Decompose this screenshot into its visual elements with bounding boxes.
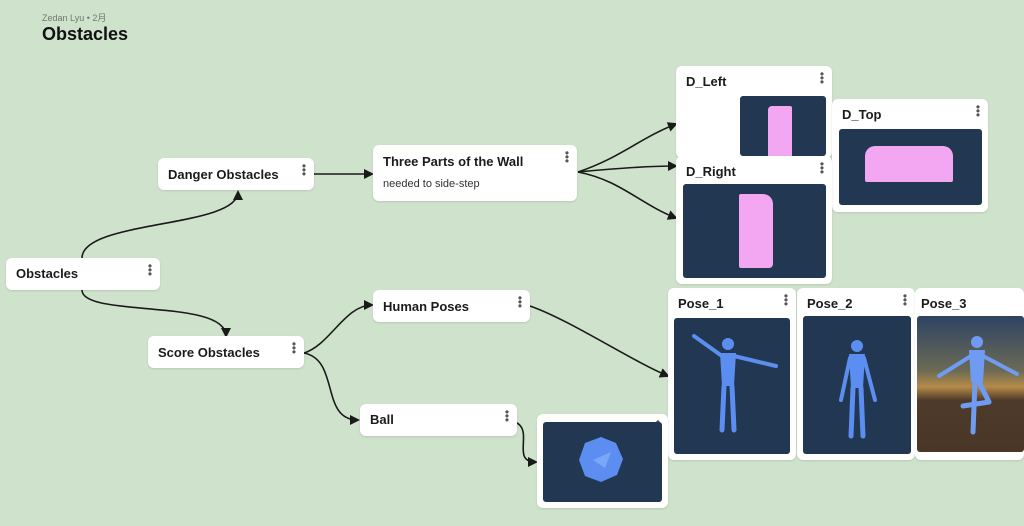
more-options-icon[interactable]: ••• (301, 159, 307, 181)
image-card-pose-1[interactable]: Pose_1 ••• (668, 288, 796, 460)
d-top-thumbnail (839, 129, 982, 205)
node-label: Score Obstacles (158, 345, 260, 360)
connector-wall-dleft (577, 122, 678, 173)
image-card-title: Pose_3 (921, 296, 967, 311)
node-label: Three Parts of the Wall (383, 154, 524, 169)
connector-wall-dright (577, 161, 678, 173)
connector-score-human (303, 300, 374, 354)
pose-2-figure-icon (839, 340, 877, 439)
connector-root-score (81, 289, 231, 338)
pose-2-thumbnail (803, 316, 911, 454)
connector-wall-dtop (577, 171, 678, 220)
more-options-icon[interactable]: ••• (504, 405, 510, 427)
node-human-poses[interactable]: Human Poses ••• (373, 290, 530, 322)
image-card-pose-2[interactable]: Pose_2 ••• (797, 288, 915, 460)
wall-left-shape (768, 106, 792, 156)
image-card-title: D_Top (842, 107, 882, 122)
board-title: Obstacles (42, 24, 129, 44)
image-card-title: D_Right (686, 164, 736, 179)
d-left-thumbnail (740, 96, 826, 156)
more-options-icon[interactable]: ••• (975, 100, 981, 122)
d-right-thumbnail (683, 184, 826, 278)
pose-1-figure-icon (692, 334, 778, 433)
more-options-icon[interactable]: ••• (147, 259, 153, 281)
node-ball[interactable]: Ball ••• (360, 404, 517, 436)
node-label: Human Poses (383, 299, 469, 314)
ball-thumbnail (543, 422, 662, 502)
more-options-icon[interactable]: ••• (819, 67, 825, 89)
image-card-title: Pose_1 (678, 296, 724, 311)
pose-3-figure-icon (937, 336, 1019, 435)
pose-1-thumbnail (674, 318, 790, 454)
connector-ball-image (514, 421, 538, 467)
node-label: Ball (370, 412, 394, 427)
node-danger-obstacles[interactable]: Danger Obstacles ••• (158, 158, 314, 190)
node-three-parts-of-the-wall[interactable]: Three Parts of the Wall needed to side-s… (373, 145, 577, 201)
more-options-icon[interactable]: ••• (783, 289, 789, 311)
image-card-d-left[interactable]: D_Left ••• (676, 66, 832, 158)
more-options-icon[interactable]: ••• (902, 289, 908, 311)
board-author-meta: Zedan Lyu • 2月 (42, 13, 107, 23)
image-card-title: D_Left (686, 74, 727, 89)
connector-root-danger (81, 190, 243, 259)
node-score-obstacles[interactable]: Score Obstacles ••• (148, 336, 304, 368)
pose-3-thumbnail (917, 316, 1024, 452)
image-card-pose-3[interactable]: Pose_3 (915, 288, 1024, 460)
node-obstacles[interactable]: Obstacles ••• (6, 258, 160, 290)
image-card-d-top[interactable]: D_Top ••• (832, 99, 988, 212)
node-label: Danger Obstacles (168, 167, 279, 182)
image-card-ball[interactable]: ••• (537, 414, 668, 508)
image-card-d-right[interactable]: D_Right ••• (676, 156, 832, 284)
node-label: Obstacles (16, 266, 79, 281)
more-options-icon[interactable]: ••• (819, 157, 825, 179)
connector-score-ball (303, 352, 360, 425)
more-options-icon[interactable]: ••• (291, 337, 297, 359)
node-note: needed to side-step (383, 178, 480, 190)
wall-top-shape (865, 146, 953, 182)
more-options-icon[interactable]: ••• (564, 146, 570, 168)
image-card-title: Pose_2 (807, 296, 853, 311)
more-options-icon[interactable]: ••• (517, 291, 523, 313)
ball-icon (579, 437, 623, 482)
wall-right-shape (739, 194, 773, 268)
connector-human-pose1 (529, 305, 670, 378)
